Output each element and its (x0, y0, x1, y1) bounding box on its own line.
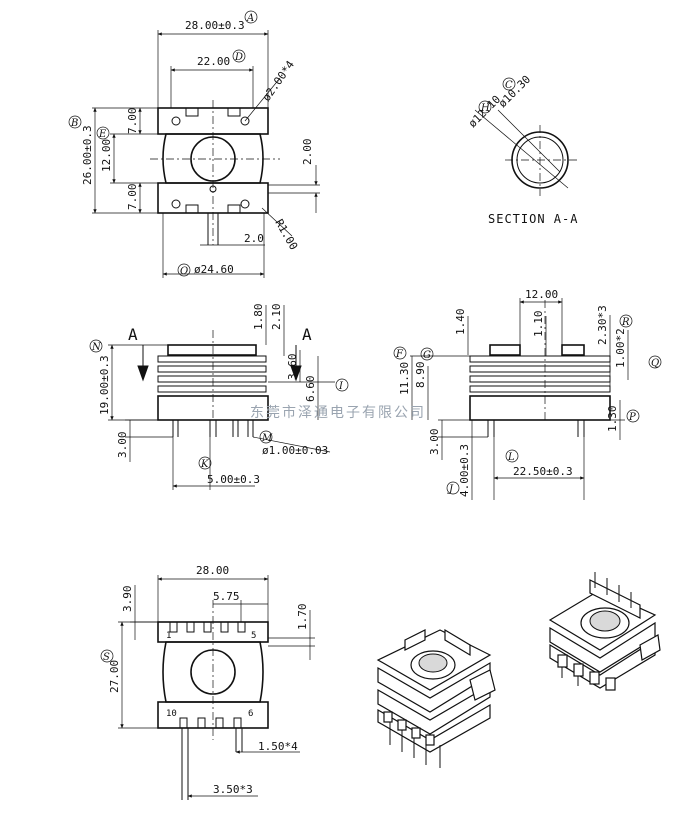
arrow-a-right: A (302, 325, 312, 344)
dim-n-text: 19.00±0.3 (98, 355, 111, 415)
dim-m-text: ø1.00±0.03 (262, 444, 328, 457)
label-l: L (507, 452, 515, 463)
side-base (469, 395, 611, 421)
dim-r-text: R1.00 (272, 217, 300, 252)
dim-140-text: 1.40 (454, 309, 467, 336)
dim-k-text: 5.00±0.3 (207, 473, 260, 486)
dim-130-text: 1.30 (606, 406, 619, 433)
label-k: K (200, 459, 209, 470)
dim-200-text: 2.00 (301, 139, 314, 166)
label-o: O (180, 266, 188, 277)
dim-pin-text: ø2.00*4 (260, 58, 297, 104)
dim-100-text: 1.00*2 (614, 328, 627, 368)
dim-150-text: 1.50*4 (258, 740, 298, 753)
dim-2800-text: 28.00 (196, 564, 229, 577)
arrow-a-left: A (128, 325, 138, 344)
label-n: N (91, 342, 102, 353)
dim-660-text: 6.60 (304, 376, 317, 403)
dim-180-text: 1.80 (252, 304, 265, 331)
dim-110-text: 1.10 (532, 311, 545, 338)
label-c: C (505, 80, 513, 91)
pin-10: 10 (166, 709, 177, 719)
dim-l-text: 22.50±0.3 (513, 465, 573, 478)
dim-170-text: 1.70 (296, 604, 309, 631)
label-j: J (447, 484, 454, 495)
bottom-view: 1 5 10 6 28.00 5.75 3.90 1.70 27.00 S 1.… (100, 564, 315, 800)
label-f: F (395, 349, 404, 360)
side-view: 12.00 1.40 1.10 2.30*3 1.00*2 R Q F G 11… (393, 288, 662, 500)
label-r: R (621, 317, 630, 328)
dim-400-text: 4.00±0.3 (458, 444, 471, 497)
label-h: H (480, 103, 490, 114)
label-s: S (103, 652, 110, 663)
dim-390-text: 3.90 (121, 586, 134, 613)
front-view: A A 1.80 2.10 19.00±0.3 N 3.60 6.60 I 3.… (89, 304, 349, 490)
dim-360-text: 3.60 (286, 354, 299, 381)
dim-7b-text: 7.00 (126, 184, 139, 211)
top-core-body (162, 133, 264, 184)
dim-2-text: 2.0 (244, 232, 264, 245)
top-view: 28.00±0.3 A 22.00 D ø2.00*4 26.00±0.3 B … (68, 10, 320, 278)
label-a: A (246, 13, 254, 24)
pin-6: 6 (248, 709, 253, 719)
label-m: M (261, 433, 273, 444)
dim-230-text: 2.30*3 (596, 305, 609, 345)
dim-1130-text: 11.30 (398, 362, 411, 395)
dim-300-front-text: 3.00 (116, 432, 129, 459)
label-g: G (423, 350, 431, 361)
dim-o-text: ø24.60 (194, 263, 234, 276)
label-q: Q (651, 358, 659, 369)
dim-300-side-text: 3.00 (428, 429, 441, 456)
watermark: 东莞市泽通电子有限公司 (250, 404, 426, 421)
dim-a-text: 28.00±0.3 (185, 19, 245, 32)
isometric-view-front (376, 628, 496, 768)
dim-575-text: 5.75 (213, 590, 240, 603)
pin-1: 1 (166, 631, 171, 641)
pin-5: 5 (251, 631, 256, 641)
dim-d-text: 22.00 (197, 55, 230, 68)
section-caption: SECTION A-A (488, 212, 578, 226)
dim-210-text: 2.10 (270, 304, 283, 331)
label-b: B (70, 118, 78, 129)
label-i: I (338, 381, 344, 392)
dim-e-text: 12.00 (100, 139, 113, 172)
isometric-view-back (548, 572, 661, 691)
dim-s-text: 27.00 (108, 660, 121, 693)
dim-7a-text: 7.00 (126, 108, 139, 135)
dim-1200-text: 12.00 (525, 288, 558, 301)
dim-b-text: 26.00±0.3 (81, 125, 94, 185)
label-d: D (234, 52, 243, 63)
dim-890-text: 8.90 (414, 362, 427, 389)
dim-350-text: 3.50*3 (213, 783, 253, 796)
dim-c-text: ø10.30 (496, 73, 533, 110)
section-a-a: ø10.30 ø12.10 C H SECTION A-A (466, 73, 578, 226)
label-p: P (628, 412, 636, 423)
label-e: E (98, 129, 107, 140)
